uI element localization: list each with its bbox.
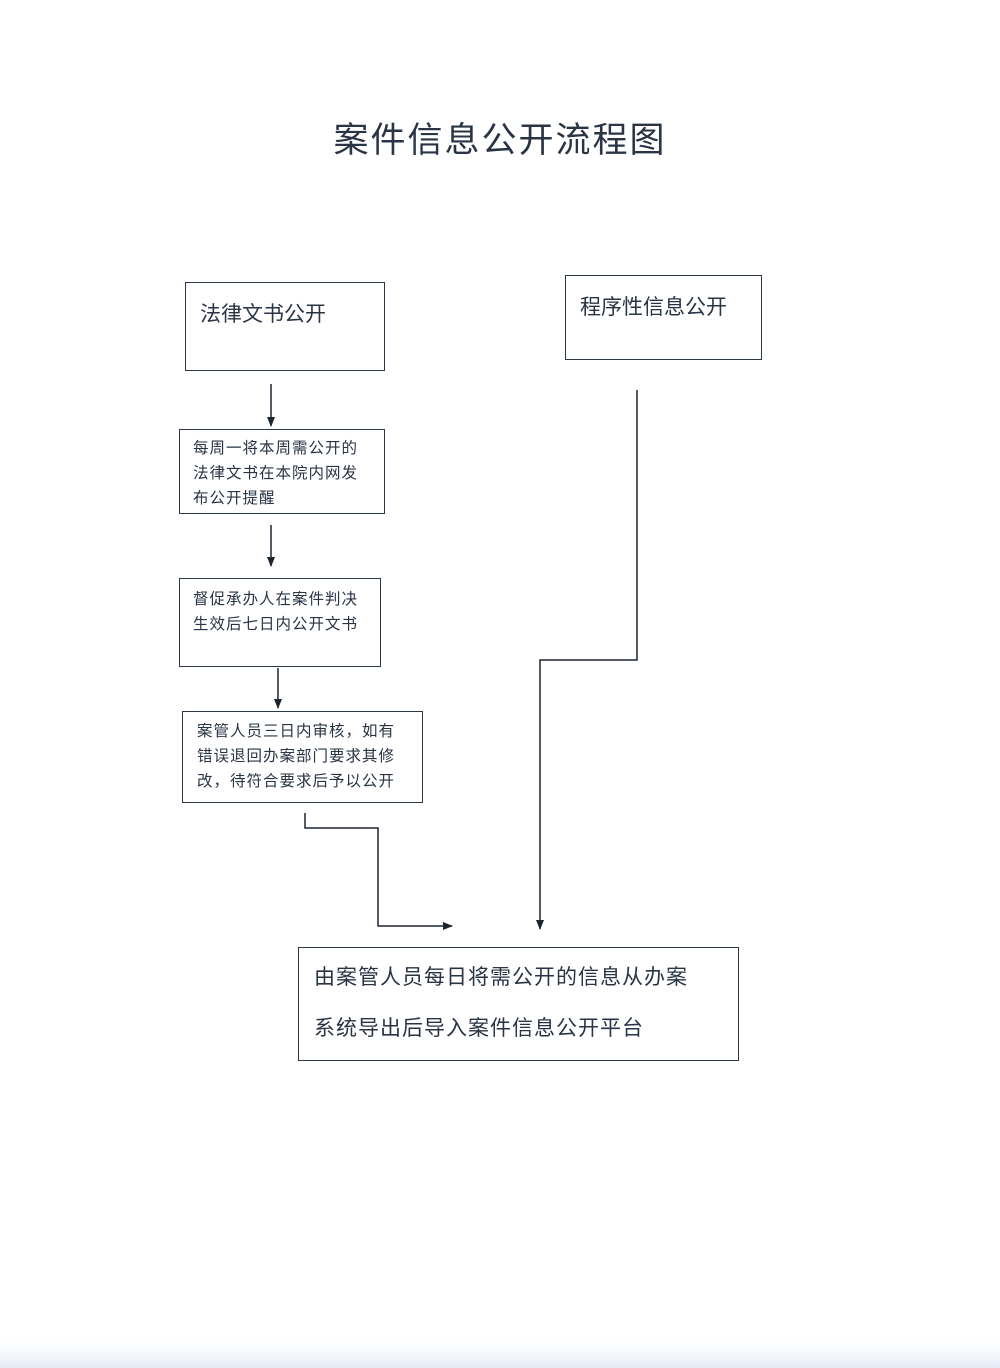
urge-handler-line: 督促承办人在案件判决 [193,590,359,608]
legal-doc-disclosure-label: 法律文书公开 [200,302,326,326]
urge-handler-node: 督促承办人在案件判决 生效后七日内公开文书 [179,578,381,667]
final-import-node: 由案管人员每日将需公开的信息从办案 系统导出后导入案件信息公开平台 [298,947,739,1061]
procedural-info-disclosure-node: 程序性信息公开 [565,275,762,360]
weekly-reminder-line: 布公开提醒 [193,489,276,507]
weekly-reminder-node: 每周一将本周需公开的 法律文书在本院内网发 布公开提醒 [179,429,385,514]
diagram-title: 案件信息公开流程图 [333,121,667,161]
weekly-reminder-line: 法律文书在本院内网发 [193,464,359,482]
arrow-procedural-to-final [536,390,638,930]
final-import-line: 由案管人员每日将需公开的信息从办案 [314,965,688,989]
review-line: 案管人员三日内审核，如有 [197,722,396,740]
final-import-line: 系统导出后导入案件信息公开平台 [314,1016,644,1040]
procedural-info-disclosure-label: 程序性信息公开 [580,295,727,319]
legal-doc-disclosure-node: 法律文书公开 [185,282,385,371]
arrow-review-to-final [304,813,453,930]
urge-handler-line: 生效后七日内公开文书 [193,615,359,633]
review-line: 改，待符合要求后予以公开 [197,772,396,790]
review-line: 错误退回办案部门要求其修 [197,747,396,765]
weekly-reminder-line: 每周一将本周需公开的 [193,439,359,457]
page-bottom-edge [0,1342,1000,1368]
review-node: 案管人员三日内审核，如有 错误退回办案部门要求其修 改，待符合要求后予以公开 [182,711,423,803]
